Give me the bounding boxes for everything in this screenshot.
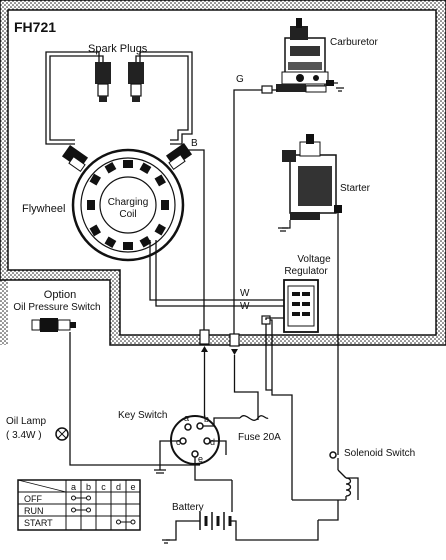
fuse-label: Fuse 20A <box>238 432 281 443</box>
flywheel-label: Flywheel <box>22 203 65 215</box>
table-col-b: b <box>86 482 91 492</box>
starter-label: Starter <box>340 183 371 194</box>
voltage-regulator: Voltage Regulator <box>283 254 331 333</box>
carburetor: Carburetor <box>276 18 378 93</box>
table-row-start: START <box>24 518 53 528</box>
charging-coil-label-2: Coil <box>119 209 136 220</box>
oil-lamp-rating: ( 3.4W ) <box>6 430 42 441</box>
carburetor-label: Carburetor <box>330 37 378 48</box>
solenoid-switch: Solenoid Switch <box>318 448 415 521</box>
spark-plugs-label: Spark Plugs <box>88 43 148 55</box>
wire-label-w2: W <box>240 301 250 312</box>
wire-label-b: B <box>191 138 198 149</box>
table-row-off: OFF <box>24 494 42 504</box>
key-terminal-a: a <box>184 413 189 423</box>
table-col-d: d <box>116 482 121 492</box>
option-label: Option <box>44 289 76 301</box>
spark-plug-right <box>128 62 144 102</box>
key-switch: a b c d e Key Switch <box>118 410 240 481</box>
ignition-coil-left <box>61 144 89 172</box>
battery-label: Battery <box>172 502 204 513</box>
oil-lamp-label: Oil Lamp <box>6 416 46 427</box>
engine-enclosure <box>0 0 446 346</box>
voltage-regulator-label-2: Regulator <box>284 266 328 277</box>
voltage-regulator-label-1: Voltage <box>297 254 331 265</box>
key-terminal-c: c <box>176 437 181 447</box>
key-terminal-b: b <box>204 414 209 424</box>
table-row-run: RUN <box>24 506 44 516</box>
key-terminal-d: d <box>210 437 215 447</box>
charging-coil-poles <box>87 160 169 250</box>
key-terminal-e: e <box>198 454 203 464</box>
fuse: Fuse 20A <box>238 415 281 443</box>
spark-plugs: Spark Plugs <box>45 43 193 145</box>
table-connection-run <box>71 507 91 513</box>
solenoid-switch-label: Solenoid Switch <box>344 448 415 459</box>
table-connection-start <box>116 519 136 525</box>
wire-label-w1: W <box>240 288 250 299</box>
table-col-c: c <box>101 482 106 492</box>
model-label: FH721 <box>14 19 56 35</box>
oil-pressure-option: Option Oil Pressure Switch <box>13 289 101 332</box>
starter: Starter <box>278 134 371 232</box>
key-switch-label: Key Switch <box>118 410 167 421</box>
spark-plug-left <box>95 62 111 102</box>
charging-coil-label-1: Charging <box>108 197 149 208</box>
oil-lamp: Oil Lamp ( 3.4W ) <box>6 416 69 441</box>
table-connection-off <box>71 495 91 501</box>
flywheel: Charging Coil Flywheel <box>22 148 185 262</box>
switch-table: a b c d e OFF RUN START <box>17 479 141 531</box>
table-col-a: a <box>71 482 76 492</box>
ignition-coil-right <box>165 142 193 170</box>
table-col-e: e <box>130 482 135 492</box>
oil-pressure-switch-label: Oil Pressure Switch <box>13 302 100 313</box>
battery: Battery <box>162 480 319 544</box>
wire-label-g: G <box>236 74 244 85</box>
